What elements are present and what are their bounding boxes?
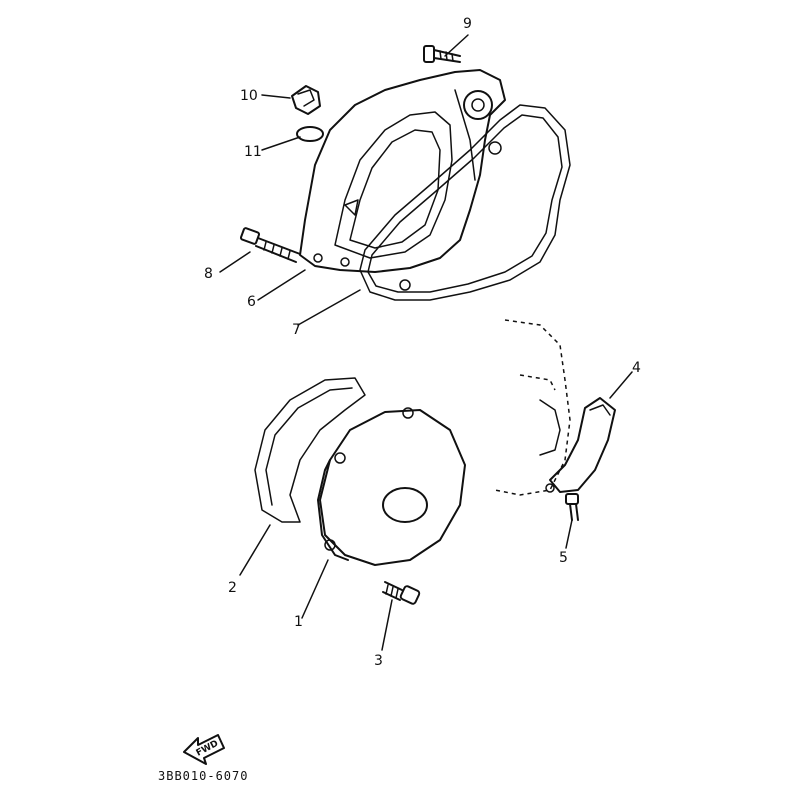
callout-3: 3 <box>374 653 383 669</box>
callout-11: 11 <box>244 144 262 160</box>
bolt-3 <box>382 581 421 605</box>
callout-8: 8 <box>204 266 213 282</box>
callout-1: 1 <box>294 614 303 630</box>
crankcase-outline <box>494 319 571 496</box>
generator-cover-gasket <box>254 377 366 523</box>
screw-5 <box>565 493 579 521</box>
callout-6: 6 <box>247 294 256 310</box>
o-ring <box>296 126 324 142</box>
callout-7: 7 <box>292 322 301 338</box>
leader-lines <box>219 34 633 651</box>
callout-5: 5 <box>559 550 568 566</box>
crankcase-cover-right <box>299 69 506 273</box>
bolt-8 <box>239 227 301 263</box>
callout-2: 2 <box>228 580 237 596</box>
bolt-9 <box>423 45 461 63</box>
chain-cover <box>545 397 616 493</box>
forward-arrow-icon: FWD <box>183 734 225 765</box>
generator-cover <box>317 407 466 566</box>
callout-4: 4 <box>632 360 641 376</box>
crankcase-cover-gasket <box>359 104 571 301</box>
callout-10: 10 <box>240 88 258 104</box>
diagram-part-number: 3BB010-6070 <box>158 769 248 783</box>
callout-9: 9 <box>463 16 472 32</box>
oil-filler-plug <box>291 85 321 115</box>
